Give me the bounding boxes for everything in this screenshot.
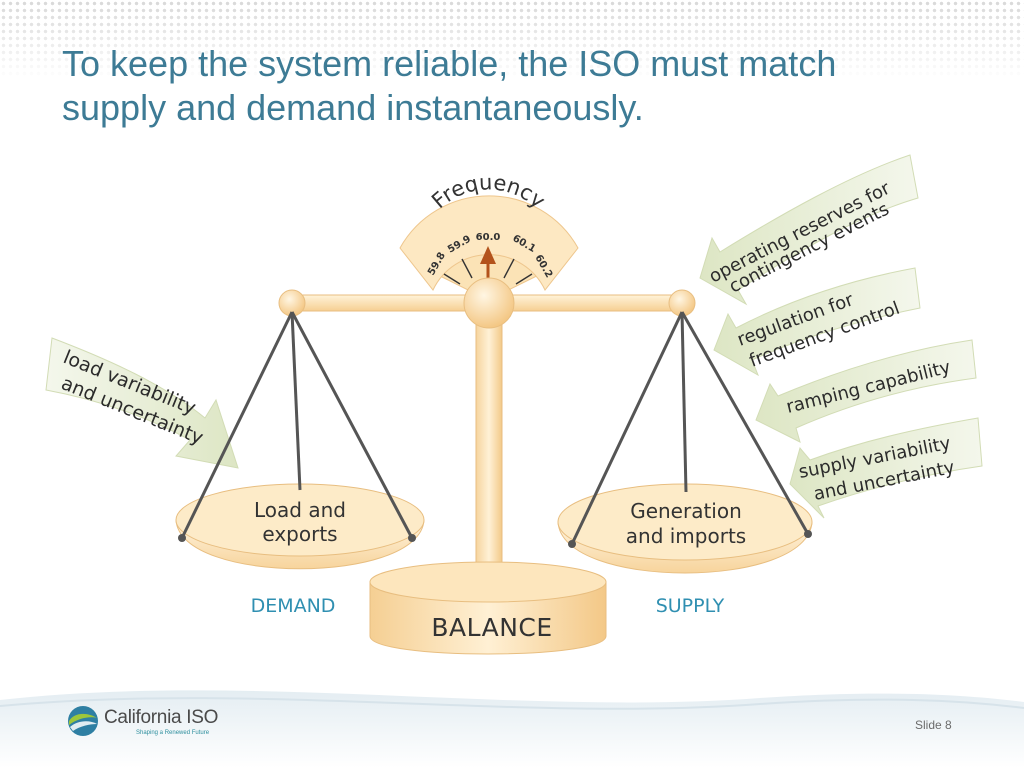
slide-title-line-1: To keep the system reliable, the ISO mus… (62, 43, 837, 84)
balance-label: BALANCE (431, 613, 552, 642)
center-pivot-knob (463, 277, 515, 329)
balance-base: BALANCE (369, 561, 607, 655)
load-exports-line-1: Load and (254, 498, 346, 522)
slide-number: Slide 8 (915, 718, 952, 732)
gauge-tick-lines (443, 252, 533, 285)
logo-name: California ISO (104, 707, 219, 728)
supply-pan: Generation and imports (557, 311, 813, 574)
generation-imports-line-2: and imports (626, 524, 746, 548)
california-iso-logo-icon (68, 706, 98, 736)
logo-tagline: Shaping a Renewed Future (136, 730, 210, 736)
load-variability-arrow: load variability and uncertainty (45, 337, 239, 469)
slide-title: To keep the system reliable, the ISO mus… (62, 42, 962, 130)
scale-post (475, 309, 503, 591)
demand-pan: Load and exports (175, 311, 425, 570)
footer-wave-decoration (0, 690, 1024, 768)
operating-reserves-line-1: operating reserves for (706, 178, 894, 288)
supply-variability-arrow: supply variability and uncertainty (789, 417, 983, 519)
california-iso-logo: California ISO Shaping a Renewed Future (66, 704, 256, 744)
slide-title-line-2: supply and demand instantaneously. (62, 87, 644, 128)
supply-caption: SUPPLY (656, 595, 725, 617)
gauge-tick-60-0: 60.0 (476, 232, 501, 243)
demand-caption: DEMAND (251, 595, 336, 617)
dotted-header-pattern (0, 0, 1024, 80)
load-exports-line-2: exports (262, 522, 337, 546)
generation-imports-line-1: Generation (630, 499, 742, 523)
